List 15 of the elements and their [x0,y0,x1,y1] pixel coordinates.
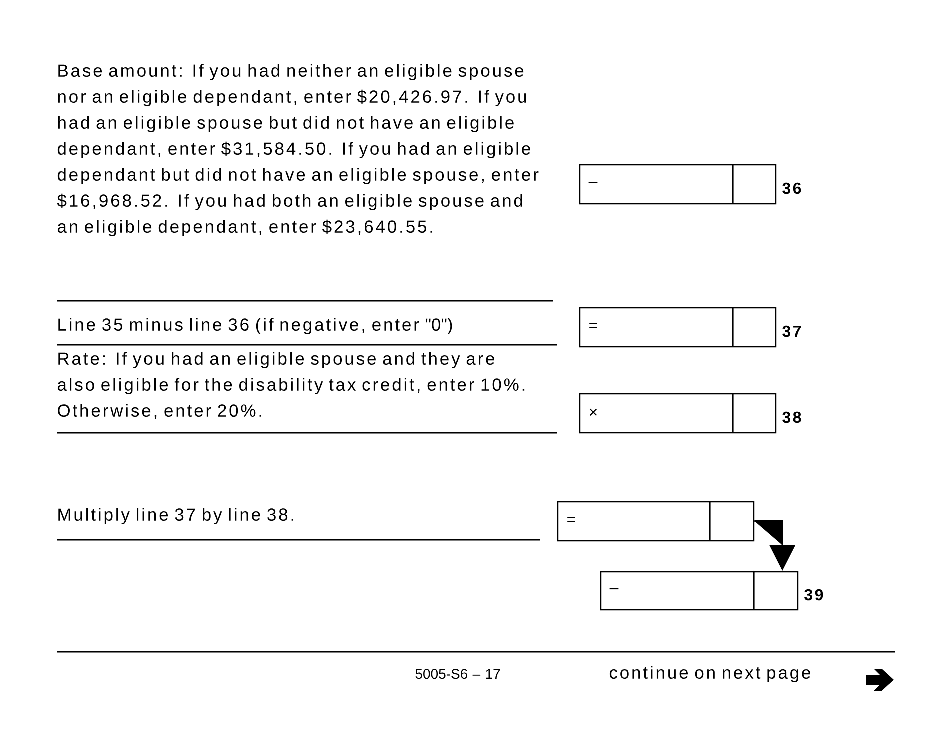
instruction-text: Line 35 minus line 36 (if negative, enter "0") [58,318,452,334]
instruction-text: Rate: If you had an eligible spouse and they are also eligible for the disability tax credit, enter 10%. Otherwise, enter 20%. [58,352,525,420]
answer-box: – [579,164,777,205]
line-number: 37 [782,326,802,338]
page-number: 5005-S6 – 17 [416,669,500,680]
instruction-text: Base amount: If you had neither an eligible spouse nor an eligible dependant, enter $20,426.97. If you had an eligible spouse but did not have an eligible dependant, enter $31,584.50. If you had an eligible dependant but did not have an eligible spouse, enter $16,968.52. If you had both an eligible spouse and an eligible dependant, enter $23,640.55. [57,64,539,236]
line-number: 36 [782,182,802,194]
continue-text: continue on next page [610,666,810,682]
answer-box: – [600,570,799,611]
line-number: 39 [804,589,824,601]
line-number: 38 [782,412,802,424]
answer-box: = [557,500,755,542]
answer-box: × [579,392,777,434]
instruction-text: Multiply line 37 by line 38. [58,508,294,524]
answer-box: = [579,306,777,348]
